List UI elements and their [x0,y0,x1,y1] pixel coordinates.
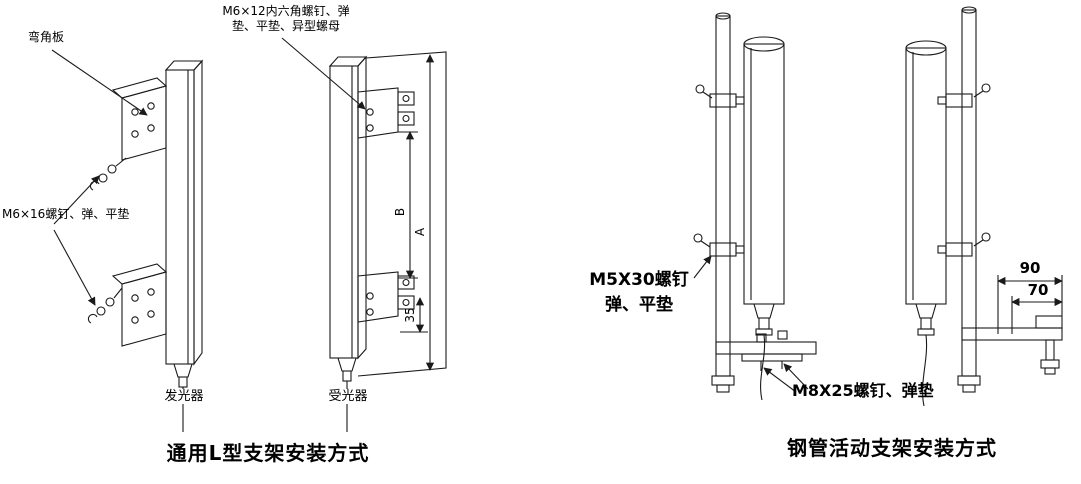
leader-m5x30 [693,255,712,279]
m5x30-screw-label: M5X30螺钉 弹、平垫 [578,268,700,318]
angle-bracket-bottom [111,263,168,347]
right-caption: 钢管活动支架安装方式 [787,436,997,460]
pipe-clamp-2-top [937,83,991,108]
dimension-70 [1011,296,1063,334]
pipe-1 [711,12,735,393]
pipe-2 [957,6,981,393]
leader-m6x16 [53,175,100,306]
curtain-1-connector [753,303,775,401]
leader-m8x25 [763,363,809,393]
m8x25-screw-label: M8X25螺钉、弹垫 [792,381,934,400]
curtain-2-connector [915,303,937,407]
m6x12-line2: 垫、平垫、异型螺母 [231,19,340,33]
dimension-90 [997,275,1063,334]
angle-bracket-top [111,77,168,161]
dimension-35: 35 [400,297,428,333]
dim-b-label: B [393,208,407,216]
frame-bracket-bottom [357,271,415,323]
emitter-label: 发光器 [159,389,209,404]
dim-70-label: 70 [1027,281,1049,299]
dimension-a: A [413,54,435,371]
dimension-b: B [393,131,418,279]
receiver-label: 受光器 [323,389,373,404]
receiver-bar [328,55,368,360]
mounting-frame [357,51,447,377]
light-curtain-2 [905,40,947,305]
right-diagram [693,6,1063,407]
leader-m6x12 [281,37,366,110]
dim-90-label: 90 [1019,259,1041,277]
pipe-clamp-2-bottom [937,232,991,257]
dim-a-label: A [413,227,427,236]
light-curtain-1 [743,36,785,305]
support-arm-1 [715,330,817,371]
m6x16-screw-label: M6×16螺钉、弹、平垫 [2,207,130,221]
dim-35-label: 35 [403,307,417,322]
screw-washer-set-top [89,157,127,191]
left-diagram: B A 35 [51,37,447,432]
leader-bent-plate [51,49,148,116]
m6x12-line1: M6×12内六角螺钉、弹 [222,4,350,18]
m5x30-line2: 弹、平垫 [605,295,673,315]
emitter-bar [164,59,204,366]
left-caption: 通用L型支架安装方式 [166,441,370,465]
m6x12-screw-label: M6×12内六角螺钉、弹 垫、平垫、异型螺母 [210,4,362,34]
pipe-clamp-1-bottom [693,233,745,257]
pipe-clamp-1-top [695,84,745,108]
m5x30-line1: M5X30螺钉 [589,270,689,290]
bent-plate-label: 弯角板 [28,30,65,44]
screw-washer-set-bottom [87,287,123,324]
